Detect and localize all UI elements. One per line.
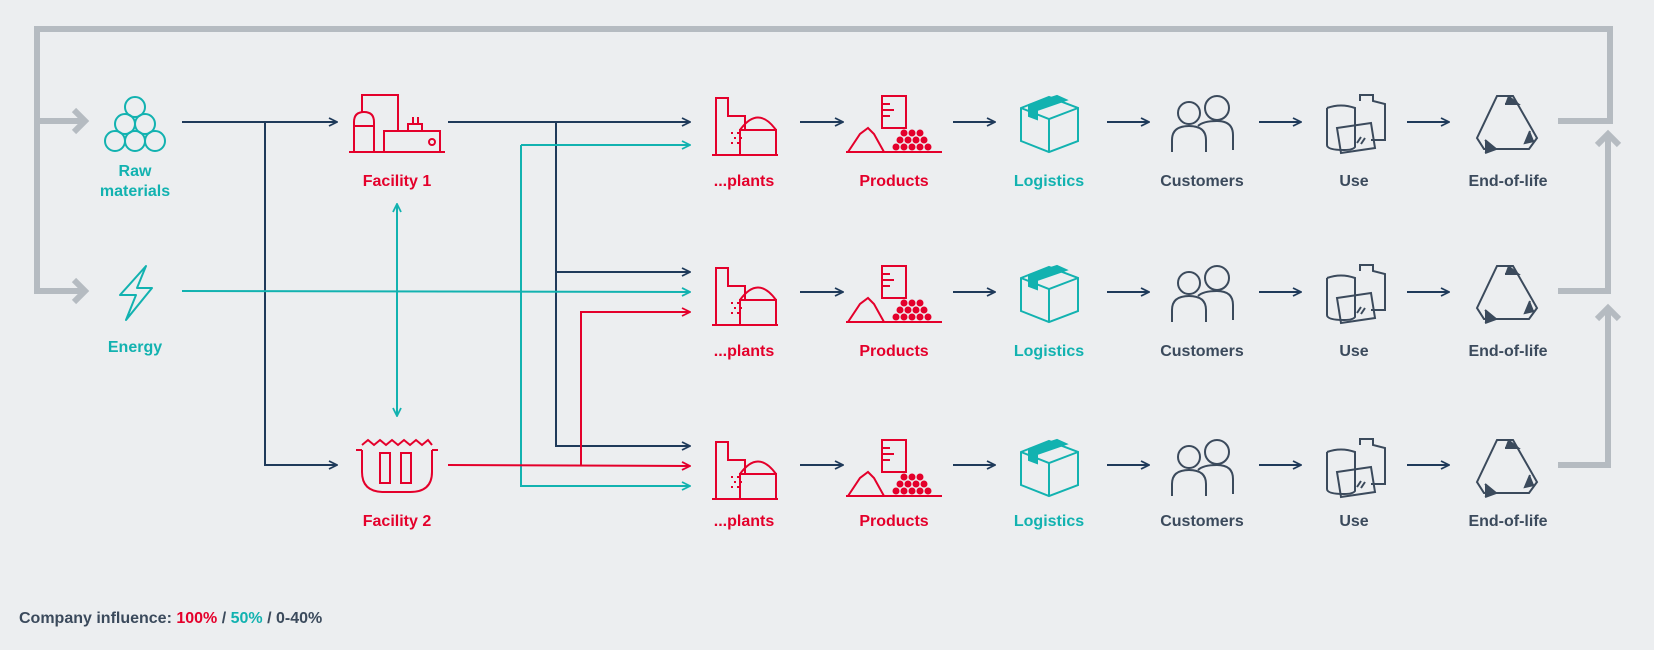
red-flows [447,312,690,466]
chain-row-3-icons [712,438,1539,500]
products-icon [846,265,942,323]
legend-prefix: Company influence: [19,610,177,627]
loop-arrow-raw-icon [71,107,90,135]
legend-level-100: 100% [176,610,218,627]
chain-row-2-icons [712,264,1539,326]
flow-raw-to-facility2 [264,122,337,465]
legend-level-50: 50% [230,610,263,627]
facility-2-label: Facility 2 [362,513,432,530]
customers-icon [1171,95,1234,152]
energy-label: Energy [107,339,163,356]
logistics-box-icon [1020,94,1079,154]
products-label: Products [859,513,929,530]
plants-label: ...plants [713,343,775,360]
loop-row2-return [1558,136,1611,294]
end-of-life-label: End-of-life [1468,173,1548,190]
recycle-triangle-icon [1475,265,1539,324]
products-icon [846,95,942,153]
use-packaging-icon [1326,264,1386,325]
flow-facility2-to-plants2 [580,312,690,465]
raw-materials-label: Raw materials [99,163,171,200]
flow-teal-to-plants3 [520,145,690,486]
use-label: Use [1339,173,1369,190]
legend-separator-1: / [217,610,231,627]
logistics-box-icon [1020,438,1079,498]
plants-icon [712,441,778,500]
end-of-life-label: End-of-life [1468,513,1548,530]
loop-arrow-up-1-icon [1594,129,1622,148]
products-label: Products [859,343,929,360]
facility-1-icon [349,94,445,153]
use-packaging-icon [1326,438,1386,499]
facility-1-label: Facility 1 [362,173,432,190]
plants-icon [712,97,778,156]
use-label: Use [1339,343,1369,360]
legend-level-0-40: 0-40% [276,610,323,627]
customers-label: Customers [1160,173,1244,190]
recycle-triangle-icon [1475,439,1539,498]
loop-arrow-energy-icon [71,277,90,305]
plants-label: ...plants [713,173,775,190]
loop-top-line [34,26,1613,124]
loop-to-energy [34,121,84,294]
products-label: Products [859,173,929,190]
dark-flows [182,122,690,465]
customers-icon [1171,265,1234,322]
use-label: Use [1339,513,1369,530]
flow-facility2-to-plants3 [447,465,690,466]
logistics-label: Logistics [1013,173,1085,190]
logistics-label: Logistics [1013,343,1085,360]
chain-arrows [800,122,1449,465]
facility-2-icon [356,438,438,493]
use-packaging-icon [1326,94,1386,155]
customers-label: Customers [1160,513,1244,530]
energy-lightning-icon [119,265,153,321]
loop-row3-return [1558,310,1611,468]
products-icon [846,439,942,497]
plants-icon [712,267,778,326]
recycling-loop [34,26,1622,468]
flow-energy-to-plants2 [181,291,690,292]
customers-icon [1171,439,1234,496]
plants-label: ...plants [713,513,775,530]
recycle-triangle-icon [1475,95,1539,154]
chain-row-1-icons [712,94,1539,156]
legend-separator-2: / [262,610,276,627]
influence-legend: Company influence: 100% / 50% / 0-40% [19,610,322,628]
loop-arrow-up-2-icon [1594,303,1622,322]
logistics-label: Logistics [1013,513,1085,530]
raw-materials-icon [104,96,166,152]
end-of-life-label: End-of-life [1468,343,1548,360]
flow-facility1-to-plants3 [555,272,690,446]
teal-flows [181,145,690,486]
logistics-box-icon [1020,264,1079,324]
customers-label: Customers [1160,343,1244,360]
